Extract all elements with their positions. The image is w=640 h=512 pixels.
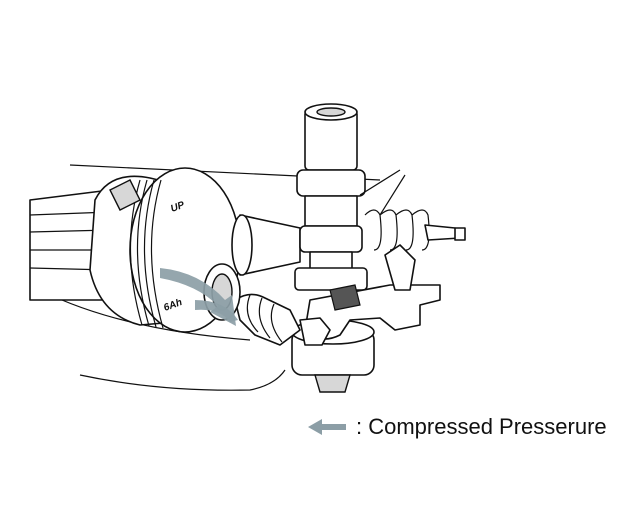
compressed-pressure-arrows <box>160 268 238 326</box>
legend-label: : Compressed Presserure <box>356 414 607 439</box>
rocker-arm <box>304 169 441 340</box>
valve-tower <box>291 103 375 393</box>
legend: : Compressed Presserure <box>308 414 607 440</box>
pressure-arrow-2 <box>195 300 238 322</box>
intake-port <box>231 214 301 276</box>
piston-label-up: UP <box>169 200 186 215</box>
left-arrow-icon <box>308 419 346 435</box>
valve-spring <box>364 209 466 251</box>
